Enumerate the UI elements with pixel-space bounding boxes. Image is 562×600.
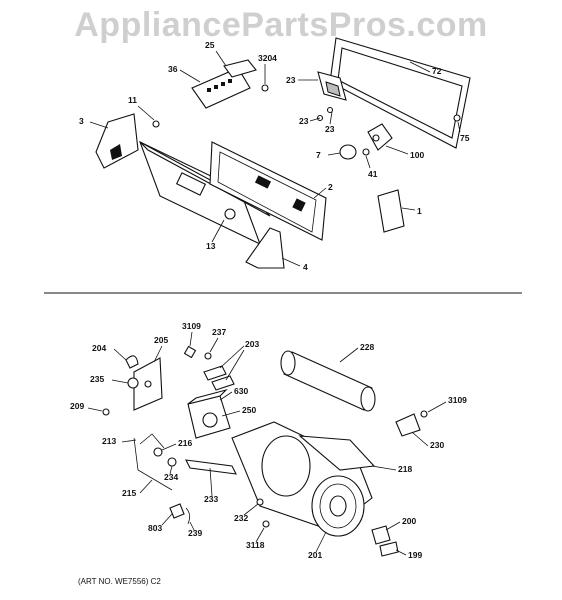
upper-part-labels: 25 3204 36 11 3 23 72 23 23 75 100 7 41 … — [79, 40, 470, 272]
part-239 — [185, 507, 190, 525]
part-clip-204 — [125, 355, 139, 369]
label-upper: 4 — [303, 262, 308, 272]
label-lower: 215 — [122, 488, 136, 498]
label-lower: 216 — [178, 438, 192, 448]
label-upper: 36 — [168, 64, 178, 74]
label-upper: 23 — [325, 124, 335, 134]
part-237 — [204, 352, 212, 360]
label-lower: 203 — [245, 339, 259, 349]
label-upper: 72 — [432, 66, 442, 76]
part-knob-7 — [339, 144, 357, 160]
label-lower: 250 — [242, 405, 256, 415]
label-lower: 233 — [204, 494, 218, 504]
part-41 — [362, 148, 370, 156]
part-screws-23 — [316, 106, 334, 122]
part-209 — [102, 408, 110, 416]
label-lower: 3109 — [182, 321, 201, 331]
part-screw-3204 — [261, 84, 269, 92]
label-upper: 75 — [460, 133, 470, 143]
watermark: AppliancePartsPros.com — [74, 6, 488, 44]
label-upper: 11 — [128, 95, 137, 105]
part-230 — [395, 413, 421, 437]
label-lower: 3109 — [448, 395, 467, 405]
label-lower: 3118 — [246, 540, 265, 550]
part-3109-right — [420, 410, 428, 418]
part-199 — [379, 541, 399, 557]
part-back-panel — [329, 37, 471, 149]
label-upper: 25 — [205, 40, 215, 50]
part-rod-213 — [133, 433, 173, 491]
label-lower: 230 — [430, 440, 444, 450]
part-display-board — [191, 59, 257, 109]
part-blower-wheel-201 — [311, 475, 365, 537]
part-switch-100 — [367, 123, 393, 151]
part-234 — [167, 457, 177, 467]
part-803 — [169, 503, 185, 519]
label-lower: 201 — [308, 550, 322, 560]
label-lower: 235 — [90, 374, 104, 384]
label-lower: 234 — [164, 472, 178, 482]
part-duct-228 — [280, 350, 376, 412]
part-bracket-205 — [133, 357, 163, 411]
label-upper: 23 — [286, 75, 296, 85]
label-lower: 232 — [234, 513, 248, 523]
label-upper: 2 — [328, 182, 333, 192]
part-233 — [185, 459, 237, 475]
label-lower: 209 — [70, 401, 84, 411]
label-lower: 213 — [102, 436, 116, 446]
part-end-cap-3 — [95, 113, 139, 169]
label-lower: 205 — [154, 335, 168, 345]
part-screw-11 — [152, 120, 160, 128]
label-lower: 237 — [212, 327, 226, 337]
label-lower: 200 — [402, 516, 416, 526]
art-number-caption: (ART NO. WE7556) C2 — [78, 577, 161, 586]
label-upper: 13 — [206, 241, 216, 251]
label-upper: 23 — [299, 116, 309, 126]
part-200 — [371, 525, 391, 545]
part-bracket-23 — [317, 71, 347, 101]
lower-leader-lines — [87, 331, 447, 556]
part-3118 — [262, 520, 270, 528]
label-lower: 630 — [234, 386, 248, 396]
part-216 — [153, 447, 163, 457]
label-upper: 3 — [79, 116, 84, 126]
part-panel-frame-2 — [209, 141, 327, 241]
label-upper: 7 — [316, 150, 321, 160]
label-lower: 199 — [408, 550, 422, 560]
upper-leader-lines — [89, 50, 461, 267]
part-motor-250 — [187, 388, 231, 439]
label-upper: 41 — [368, 169, 378, 179]
label-upper: 100 — [410, 150, 424, 160]
part-203 — [203, 365, 235, 391]
part-232 — [256, 498, 264, 506]
label-lower: 204 — [92, 343, 106, 353]
part-end-cap-4 — [245, 227, 285, 269]
lower-part-labels: 3109 237 205 203 204 228 235 630 209 250… — [70, 321, 467, 560]
label-lower: 239 — [188, 528, 202, 538]
label-lower: 218 — [398, 464, 412, 474]
label-upper: 1 — [417, 206, 422, 216]
part-screw-75 — [453, 114, 461, 122]
part-235 — [127, 377, 139, 389]
part-3109-upper — [183, 345, 197, 359]
label-lower: 803 — [148, 523, 162, 533]
label-upper: 3204 — [258, 53, 277, 63]
part-1 — [377, 189, 405, 233]
label-lower: 228 — [360, 342, 374, 352]
